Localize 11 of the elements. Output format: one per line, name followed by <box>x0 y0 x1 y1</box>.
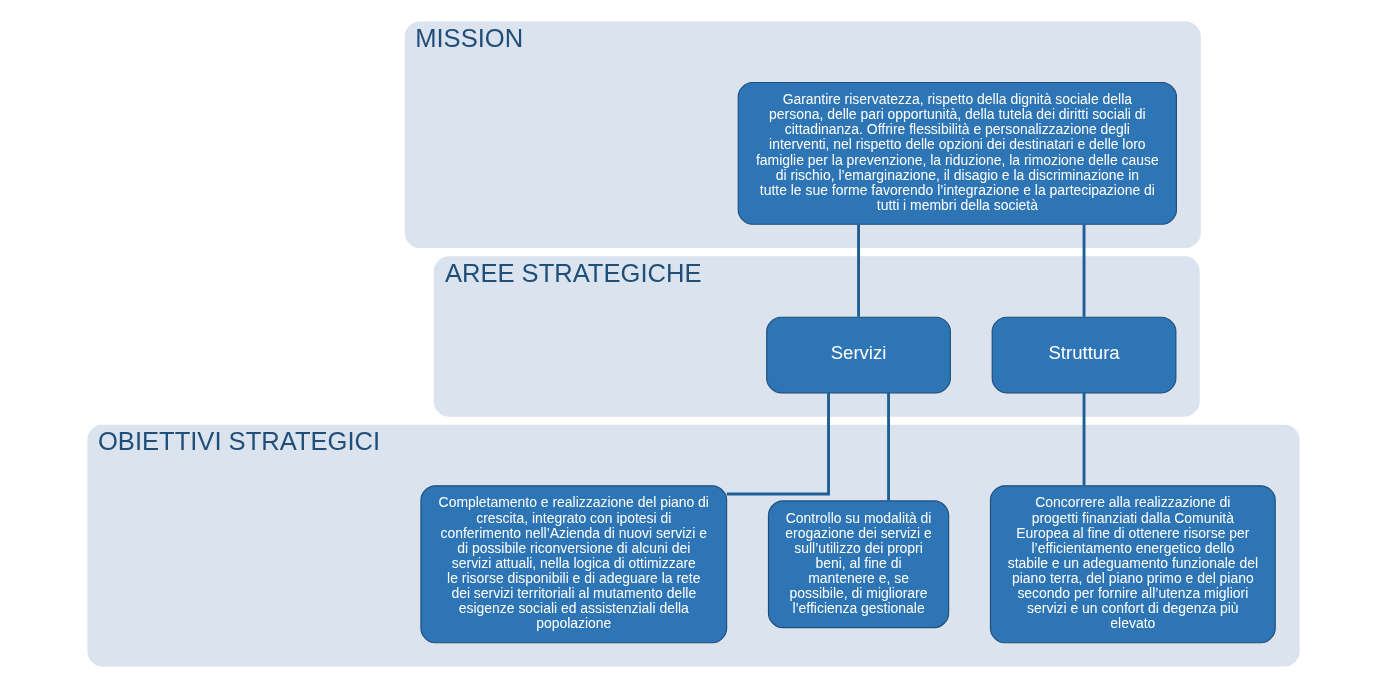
node-box: Garantire riservatezza, rispetto della dignità sociale della persona, delle pari opportunità, della tutela dei diritti sociali di cittadinanza. Offrire flessibilità e personalizzazione degli interventi, nel rispetto delle opzioni dei destinatari e delle loro famiglie per la prevenzione, la riduzione, la rimozione delle cause di rischio, l’emarginazione, il disagio e la discriminazione in tutte le sue forme favorendo l’integrazione e la partecipazione di tutti i membri della società <box>737 81 1177 225</box>
node-box: Concorrere alla realizzazione di progetti finanziati dalla Comunità Europea al fine di ottenere risorse per l’efficientamento energetico dello stabile e un adeguamento funzionale del piano terra, del piano primo e del piano secondo per fornire all’utenza migliori servizi e un confort di degenza più elevato <box>989 485 1276 644</box>
node-box: Struttura <box>991 316 1176 394</box>
node-box: Completamento e realizzazione del piano di crescita, integrato con ipotesi di conferimento nell’Azienda di nuovi servizi e di possibile riconversione di alcuni dei servizi attuali, nella logica di ottimizzare le risorse disponibili e di adeguare la rete dei servizi territoriali al mutamento delle esigenze sociali ed assistenziali della popolazione <box>419 485 727 644</box>
node-box: Servizi <box>765 316 951 394</box>
connector <box>1082 224 1085 317</box>
connector <box>1082 392 1085 486</box>
connector <box>726 393 830 496</box>
connector <box>856 224 860 317</box>
connector <box>886 392 890 501</box>
node-box: Controllo su modalità di erogazione dei servizi e sull’utilizzo dei propri beni, al fine di mantenere e, se possibile, di migliorare l’efficienza gestionale <box>767 500 949 629</box>
